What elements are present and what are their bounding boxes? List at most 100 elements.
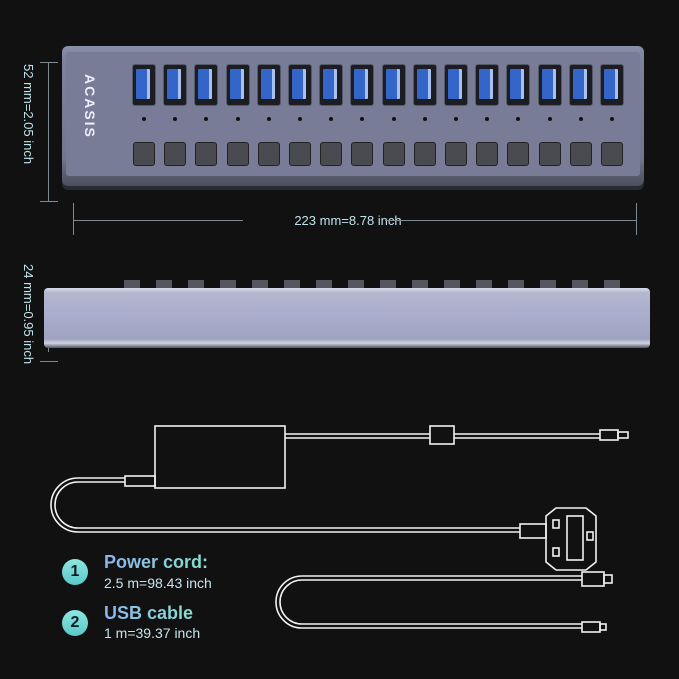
switch-edge (252, 280, 268, 288)
switch-edge (476, 280, 492, 288)
switch-edge (316, 280, 332, 288)
usb-port-insert (167, 69, 182, 99)
port-power-switch (133, 142, 155, 166)
switch-edge (540, 280, 556, 288)
legend-detail: 2.5 m=98.43 inch (104, 575, 212, 591)
port-power-switch (507, 142, 530, 166)
switch-edge (508, 280, 524, 288)
height-dimension-line-top (48, 62, 49, 202)
led-indicator (547, 117, 552, 121)
length-dimension-tick-left (73, 203, 74, 235)
port-power-switch (351, 142, 374, 166)
led-indicator (204, 117, 209, 121)
length-dimension-label: 223 mm=8.78 inch (294, 213, 402, 228)
switch-edge (124, 280, 140, 288)
usb-port-insert (323, 69, 338, 99)
led-indicator (422, 117, 427, 121)
switch-edge (572, 280, 588, 288)
usb-port (319, 64, 344, 106)
led-indicator (235, 117, 240, 121)
port-power-switch (538, 142, 561, 166)
port-power-switch (257, 142, 280, 166)
usb-port-insert (229, 69, 244, 99)
usb-port-insert (541, 69, 556, 99)
switch-edge (604, 280, 620, 288)
usb-port (350, 64, 375, 106)
usb-port (163, 64, 188, 106)
legend-title: Power cord: (104, 552, 209, 572)
led-indicator (142, 117, 146, 121)
dc-plug-icon (599, 429, 619, 441)
usb-port (412, 64, 437, 106)
accessories-illustration (50, 425, 629, 633)
port-power-switch (226, 142, 249, 166)
power-adapter-icon (154, 425, 286, 489)
legend-detail: 1 m=39.37 inch (104, 625, 201, 641)
port-power-switch (289, 142, 311, 166)
usb-port (225, 64, 250, 106)
height-dimension-label-side: 24 mm=0.95 inch (21, 264, 36, 365)
height-dimension-tick-side (40, 361, 58, 362)
switch-edge (380, 280, 396, 288)
led-indicator (266, 117, 271, 121)
port-power-switch (476, 142, 499, 166)
port-power-switch (164, 142, 187, 166)
led-indicator (329, 117, 334, 121)
port-power-switch (601, 142, 623, 166)
led-indicator (391, 117, 396, 121)
usb-port-insert (448, 69, 462, 99)
usb-port-insert (385, 69, 400, 99)
switch-edge (188, 280, 204, 288)
port-power-switch (413, 142, 436, 166)
length-dimension-line-left (73, 220, 243, 221)
led-indicator (485, 117, 490, 121)
port-power-switch (445, 142, 467, 166)
usb-port (381, 64, 406, 106)
length-dimension-line-right (385, 220, 637, 221)
usb-port (256, 64, 281, 106)
port-power-switch (569, 142, 592, 166)
usb-port-insert (416, 69, 431, 99)
height-dimension-tick-bottom (40, 201, 58, 202)
switch-edge (444, 280, 460, 288)
legend-item-usb-cable: 2 USB cable 1 m=39.37 inch (62, 603, 262, 647)
led-indicator (578, 117, 583, 121)
led-indicator (454, 117, 458, 121)
usb-hub-side-view (44, 288, 650, 348)
led-indicator (360, 117, 365, 121)
usb-port-insert (260, 69, 275, 99)
height-dimension-label-top: 52 mm=2.05 inch (21, 64, 36, 165)
length-dimension-tick-right (636, 203, 637, 235)
usb-port-insert (479, 69, 494, 99)
usb-port (288, 64, 312, 106)
led-indicator (516, 117, 521, 121)
usb-port-insert (354, 69, 369, 99)
usb-port (568, 64, 593, 106)
usb-cable-icon (275, 575, 582, 629)
port-power-switch (195, 142, 218, 166)
usb-port-insert (292, 69, 306, 99)
usb-port-insert (572, 69, 587, 99)
port-power-switch (320, 142, 343, 166)
led-indicator (173, 117, 178, 121)
ferrite-core-icon (429, 425, 455, 445)
usb-port (537, 64, 562, 106)
led-indicator (298, 117, 302, 121)
legend-number-badge: 2 (62, 610, 88, 636)
led-indicator (610, 117, 614, 121)
usb-port (506, 64, 531, 106)
usb-port (132, 64, 156, 106)
usb-port (194, 64, 219, 106)
usb-port-insert (510, 69, 525, 99)
usb-port-insert (136, 69, 150, 99)
usb-port (444, 64, 468, 106)
switch-edge (220, 280, 236, 288)
usb-port (475, 64, 500, 106)
legend-number-badge: 1 (62, 559, 88, 585)
switch-edge (412, 280, 428, 288)
usb-hub-top-view: ACASIS (62, 46, 644, 186)
uk-plug-icon (545, 507, 597, 571)
brand-logo: ACASIS (82, 74, 98, 139)
usb-port-insert (198, 69, 213, 99)
port-power-switch (382, 142, 405, 166)
